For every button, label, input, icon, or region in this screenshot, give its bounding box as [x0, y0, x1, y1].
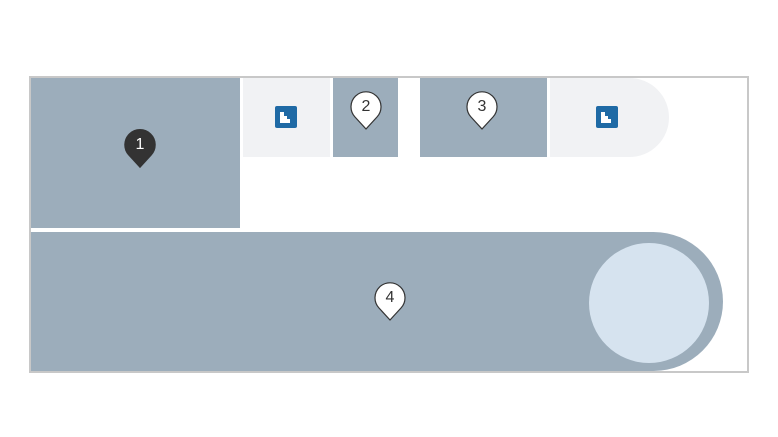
map-pin-icon — [466, 91, 498, 130]
map-marker-label: 1 — [135, 136, 145, 153]
map-pin-icon — [124, 129, 156, 169]
map-pin-icon — [350, 91, 382, 130]
map-marker-1[interactable]: 1 — [124, 129, 156, 169]
map-marker-label: 4 — [385, 289, 395, 306]
map-marker-2[interactable]: 2 — [350, 91, 382, 131]
stairs-icon[interactable] — [275, 106, 297, 128]
stairs-icon[interactable] — [596, 106, 618, 128]
map-pin-icon — [374, 282, 406, 321]
round-feature — [589, 243, 709, 363]
map-marker-3[interactable]: 3 — [466, 91, 498, 131]
map-marker-4[interactable]: 4 — [374, 282, 406, 322]
map-marker-label: 3 — [477, 98, 487, 115]
map-marker-label: 2 — [361, 98, 371, 115]
